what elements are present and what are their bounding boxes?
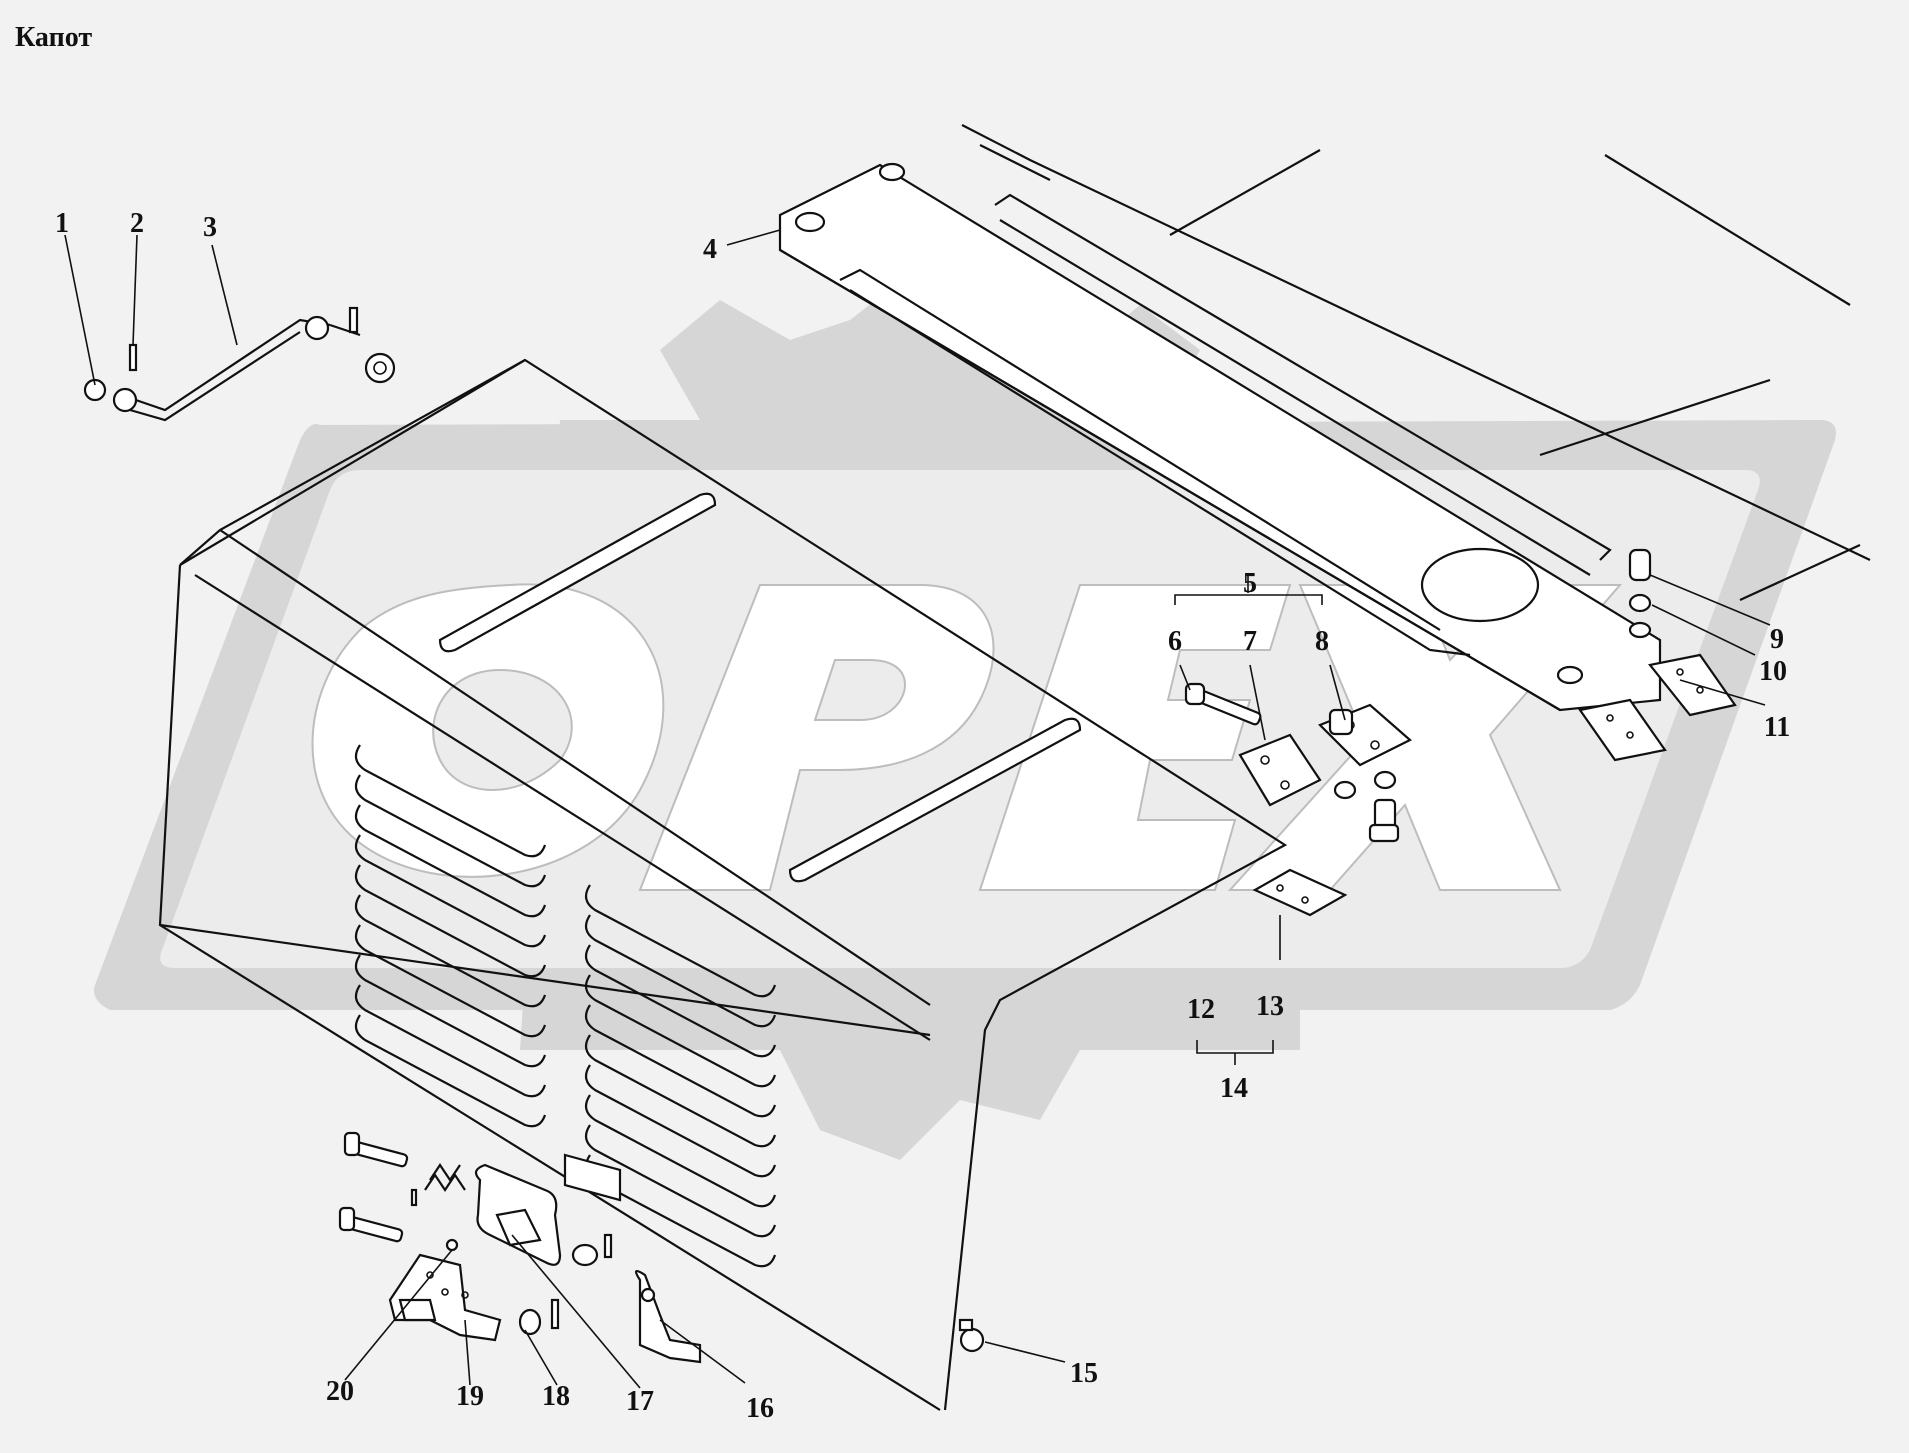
callout-19: 19 [456, 1381, 484, 1412]
hinge-leaf-7 [1238, 733, 1322, 807]
leader-lines [64, 229, 1771, 1389]
support-rod [83, 306, 396, 422]
cab-edge-lines [961, 124, 1871, 601]
nut-1 [83, 378, 107, 402]
callout-numbers: 1 2 3 4 5 6 7 8 9 10 11 12 13 14 15 16 1… [55, 208, 1790, 1424]
callout-18: 18 [542, 1381, 570, 1412]
right-louvres [584, 884, 777, 1268]
cotter-pin-2 [128, 343, 138, 372]
callout-6: 6 [1168, 626, 1182, 657]
callout-16: 16 [746, 1393, 774, 1424]
callout-20: 20 [326, 1376, 354, 1407]
watermark-letter-o [311, 583, 665, 878]
callout-3: 3 [203, 212, 217, 243]
watermark-letters [311, 583, 1623, 891]
callout-8: 8 [1315, 626, 1329, 657]
callout-17: 17 [626, 1386, 654, 1417]
callout-12: 12 [1187, 994, 1215, 1025]
hinge-assembly [1184, 682, 1412, 843]
watermark-letter-p [638, 584, 995, 891]
screw-15 [959, 1327, 985, 1353]
callout-15: 15 [1070, 1358, 1098, 1389]
callout-13: 13 [1256, 991, 1284, 1022]
watermark-letter-e [978, 584, 1292, 891]
left-louvres [354, 744, 547, 1128]
callout-14: 14 [1220, 1073, 1248, 1104]
callout-11: 11 [1764, 712, 1790, 743]
hood-panel [158, 358, 1288, 1411]
diagram-title: Капот [15, 22, 93, 53]
bracket-plates-11 [1578, 653, 1737, 762]
latch-hardware [338, 1131, 985, 1364]
callout-10: 10 [1759, 656, 1787, 687]
washer-10 [1628, 593, 1652, 613]
callout-5: 5 [1243, 568, 1257, 599]
hinge-bar [778, 162, 1662, 712]
callout-1: 1 [55, 208, 69, 239]
hinge-plate-13 [1252, 868, 1348, 917]
bolt-9 [1628, 548, 1652, 582]
callout-2: 2 [130, 208, 144, 239]
callout-7: 7 [1243, 626, 1257, 657]
callout-9: 9 [1770, 624, 1784, 655]
callout-4: 4 [703, 234, 717, 265]
